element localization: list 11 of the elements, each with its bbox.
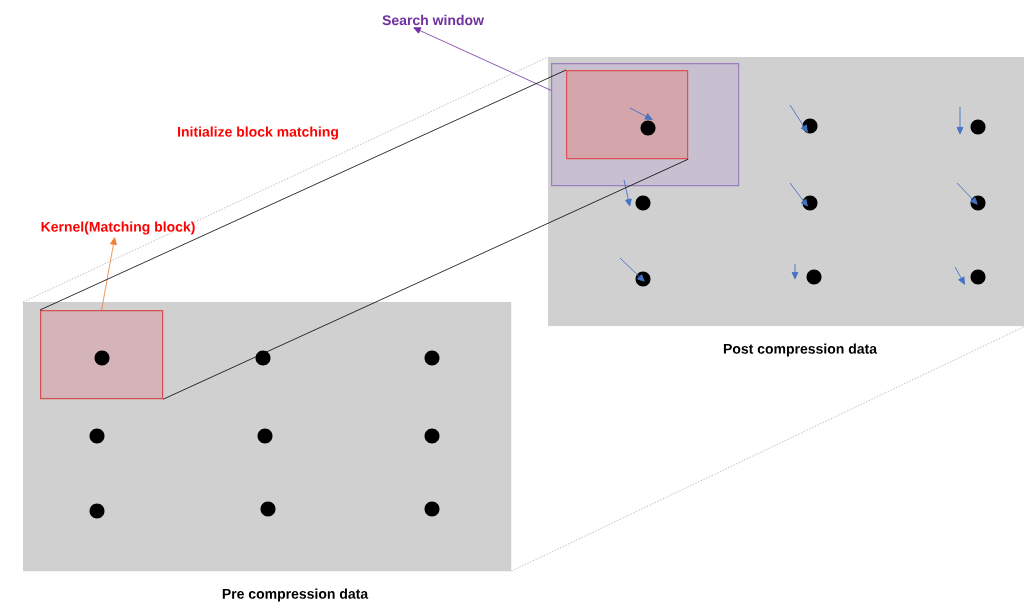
projection-line [510,325,1024,572]
label-text: Search window [380,12,486,28]
leader-arrow [413,27,552,91]
label-text: Kernel(Matching block) [38,219,198,237]
panel-label: Pre compression data [222,588,369,602]
panel-label: Post compression data [723,343,878,357]
projection-line [162,158,689,400]
label-text: Initialize block matching [178,126,338,140]
block-box [566,70,689,160]
leader-arrow [101,237,117,311]
block-box [40,310,164,400]
